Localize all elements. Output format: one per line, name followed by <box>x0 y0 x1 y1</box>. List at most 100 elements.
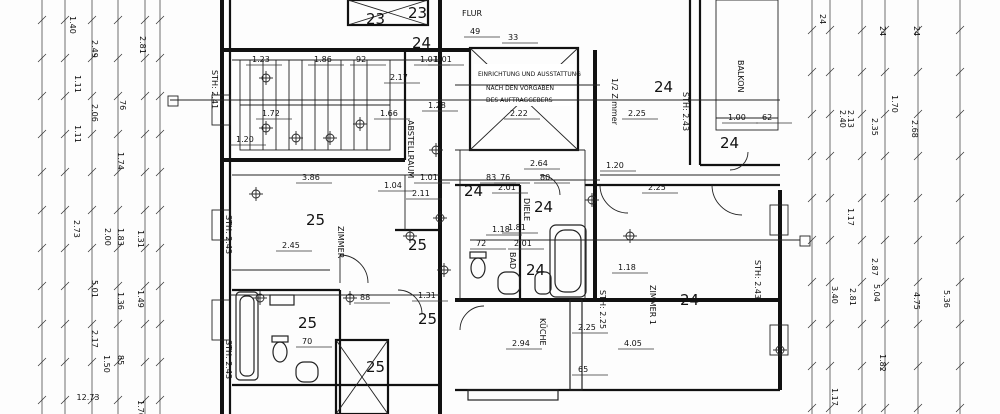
room-number: 25 <box>366 358 385 376</box>
dimension-label: 2.68 <box>910 120 919 138</box>
dimension-tick <box>60 243 70 253</box>
door-swings <box>339 151 749 331</box>
dimension-tick <box>140 243 150 253</box>
dimension-label: 65 <box>578 365 588 374</box>
dimension-tick <box>880 67 890 77</box>
dimension-tick <box>60 205 70 215</box>
room-number: 24 <box>526 261 545 279</box>
room-name-balkon: BALKON <box>736 60 745 93</box>
dimension-tick <box>113 357 123 367</box>
dimension-tick <box>807 109 817 119</box>
dimension-tick <box>857 151 867 161</box>
dimension-label: 1.01 <box>434 55 452 64</box>
dimension-tick <box>140 129 150 139</box>
dimension-tick <box>37 167 47 177</box>
note-line-1: EINRICHTUNG UND AUSSTATTUNG <box>478 71 581 78</box>
dimension-label: 1.83 <box>116 228 125 246</box>
dimension-tick <box>825 319 835 329</box>
dimension-label: 1.11 <box>73 75 82 93</box>
dimension-tick <box>807 151 817 161</box>
dimension-tick <box>807 25 817 35</box>
dimension-label: 2.01 <box>514 239 532 248</box>
dimension-tick <box>60 395 70 405</box>
dimension-tick <box>37 129 47 139</box>
dimension-tick <box>155 91 165 101</box>
dimension-tick <box>913 25 923 35</box>
dimension-label: 4.05 <box>624 339 642 348</box>
dimension-tick <box>807 67 817 77</box>
dimension-label: 1.31 <box>418 291 436 300</box>
room-name-abstellraum: ABSTELLRAUM <box>406 120 415 178</box>
dimension-tick <box>913 193 923 203</box>
dimension-tick <box>825 109 835 119</box>
dimension-tick <box>955 151 965 161</box>
dimension-label: 2.81 <box>138 36 147 54</box>
dimension-label: 1.17 <box>846 208 855 226</box>
dimension-tick <box>880 361 890 371</box>
left-dimension-chains <box>37 0 165 414</box>
dimension-tick <box>37 395 47 405</box>
dimension-tick <box>155 357 165 367</box>
dimension-tick <box>155 53 165 63</box>
dimension-tick <box>857 67 867 77</box>
dimension-tick <box>825 235 835 245</box>
room-name-bad: BAD <box>508 252 517 269</box>
sth-label: STH: 2.41 <box>210 70 219 109</box>
dimension-tick <box>880 109 890 119</box>
window-symbols <box>167 0 811 356</box>
dimension-label: 72 <box>476 239 486 248</box>
room-number: 24 <box>680 291 699 309</box>
dimension-tick <box>955 361 965 371</box>
bathtub <box>549 224 587 298</box>
dimension-tick <box>857 403 867 413</box>
dimension-label: 2.00 <box>103 228 112 246</box>
dimension-tick <box>60 15 70 25</box>
inner-dimension-lines <box>230 36 792 376</box>
dimension-tick <box>955 67 965 77</box>
dimension-label: 2.11 <box>412 189 430 198</box>
dimension-tick <box>87 319 97 329</box>
room-name-diele: DIELE <box>522 198 531 221</box>
dimension-tick <box>37 205 47 215</box>
dimension-tick <box>807 403 817 413</box>
dimension-label: 1.82 <box>878 354 887 372</box>
room-name-zimmer-left: ZIMMER <box>336 226 345 259</box>
room-number: 23 <box>366 10 385 28</box>
dimension-tick <box>37 281 47 291</box>
dimension-tick <box>857 361 867 371</box>
dimension-tick <box>60 281 70 291</box>
room-name-zimmer-1: ZIMMER 1 <box>648 285 657 325</box>
dimension-label: 49 <box>470 27 480 36</box>
dimension-tick <box>37 15 47 25</box>
dimension-label: 1.11 <box>73 125 82 143</box>
shaft-bottom <box>334 338 390 414</box>
dimension-tick <box>913 361 923 371</box>
dimension-tick <box>140 91 150 101</box>
dimension-tick <box>140 15 150 25</box>
dimension-tick <box>857 277 867 287</box>
dimension-tick <box>113 243 123 253</box>
dimension-tick <box>913 67 923 77</box>
dimension-label: 1.20 <box>236 135 254 144</box>
dimension-tick <box>955 319 965 329</box>
dimension-label: 1.72 <box>262 109 280 118</box>
dimension-tick <box>87 281 97 291</box>
dimension-label: 2.64 <box>530 159 548 168</box>
dimension-label: 2.73 <box>72 220 81 238</box>
dimension-tick <box>155 243 165 253</box>
dimension-tick <box>807 193 817 203</box>
dimension-label: 80 <box>540 173 550 182</box>
dimension-label: 2.35 <box>870 118 879 136</box>
dimension-label: 24 <box>818 14 827 24</box>
dimension-tick <box>913 403 923 413</box>
dimension-label: 1.00 <box>728 113 746 122</box>
dimension-label: 3.40 <box>830 286 839 304</box>
dimension-label: 2.22 <box>510 109 528 118</box>
dimension-label: 1.23 <box>252 55 270 64</box>
exterior-walls <box>220 0 782 414</box>
dimension-label: 2.25 <box>578 323 596 332</box>
room-number: 23 <box>408 4 427 22</box>
dimension-tick <box>955 109 965 119</box>
dimension-label: 1.18 <box>492 225 510 234</box>
right-dimension-chains <box>807 0 965 414</box>
